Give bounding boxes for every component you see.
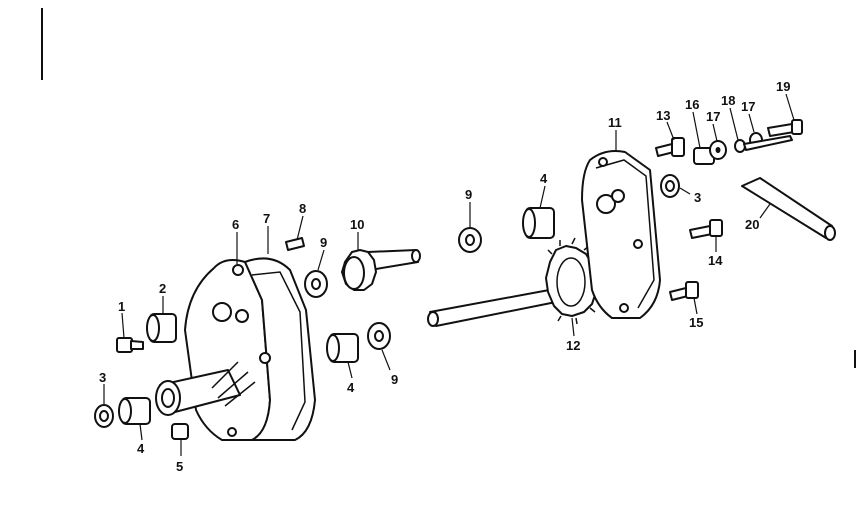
callout-18: 18: [721, 93, 735, 108]
callout-9-lower: 9: [391, 372, 398, 387]
part-9-washer-center: [458, 227, 482, 253]
callout-15: 15: [689, 315, 703, 330]
callout-14: 14: [708, 253, 723, 268]
part-9-washer-upper: [304, 270, 328, 298]
part-14-bolt: [689, 219, 723, 239]
callout-5: 5: [176, 459, 183, 474]
part-18-clip: [734, 135, 793, 153]
callout-1: 1: [118, 299, 125, 314]
callout-10: 10: [350, 217, 364, 232]
callout-2: 2: [159, 281, 166, 296]
part-11-gear-case-right: [581, 150, 661, 319]
part-4-bearing-middle: [326, 333, 359, 363]
callout-4-middle: 4: [347, 380, 355, 395]
callout-11: 11: [608, 115, 622, 130]
part-9-washer-lower: [367, 322, 391, 350]
callout-8: 8: [299, 201, 306, 216]
part-3-seal-right: [660, 174, 680, 198]
callout-9-upper: 9: [320, 235, 327, 250]
callout-16: 16: [685, 97, 699, 112]
part-1-bolt: [116, 337, 144, 353]
part-4-bearing-left: [118, 397, 151, 425]
part-19-bolt: [767, 119, 803, 137]
callout-4-right: 4: [540, 171, 548, 186]
part-17-washer-a: [709, 140, 727, 160]
part-2-bushing: [146, 313, 177, 343]
callout-12: 12: [566, 338, 580, 353]
part-15-bolt: [669, 281, 699, 301]
callout-13: 13: [656, 108, 670, 123]
callout-17-a: 17: [706, 109, 720, 124]
part-3-seal-left: [94, 404, 114, 428]
callout-7: 7: [263, 211, 270, 226]
callout-4-left: 4: [137, 441, 145, 456]
part-10-pinion-shaft: [341, 249, 421, 291]
gear-case-output-hub: [155, 361, 256, 416]
part-13-bolt: [655, 137, 685, 157]
part-4-bearing-right: [522, 207, 555, 239]
callout-labels: 1 2 3 4 5 6 7 8 9 10 4 9 9 4 11 12 13 16…: [99, 79, 790, 474]
leader-lines: [103, 93, 795, 456]
part-8-pin: [285, 237, 305, 251]
part-20-rod: [741, 177, 836, 241]
gear-case-left-half: [184, 257, 316, 441]
part-12-shaft-gear: [427, 237, 604, 327]
callout-17-b: 17: [741, 99, 755, 114]
callout-20: 20: [745, 217, 759, 232]
callout-9-center: 9: [465, 187, 472, 202]
callout-6: 6: [232, 217, 239, 232]
callout-3-left: 3: [99, 370, 106, 385]
callout-3-right: 3: [694, 190, 701, 205]
callout-19: 19: [776, 79, 790, 94]
part-5-plug: [171, 423, 189, 440]
